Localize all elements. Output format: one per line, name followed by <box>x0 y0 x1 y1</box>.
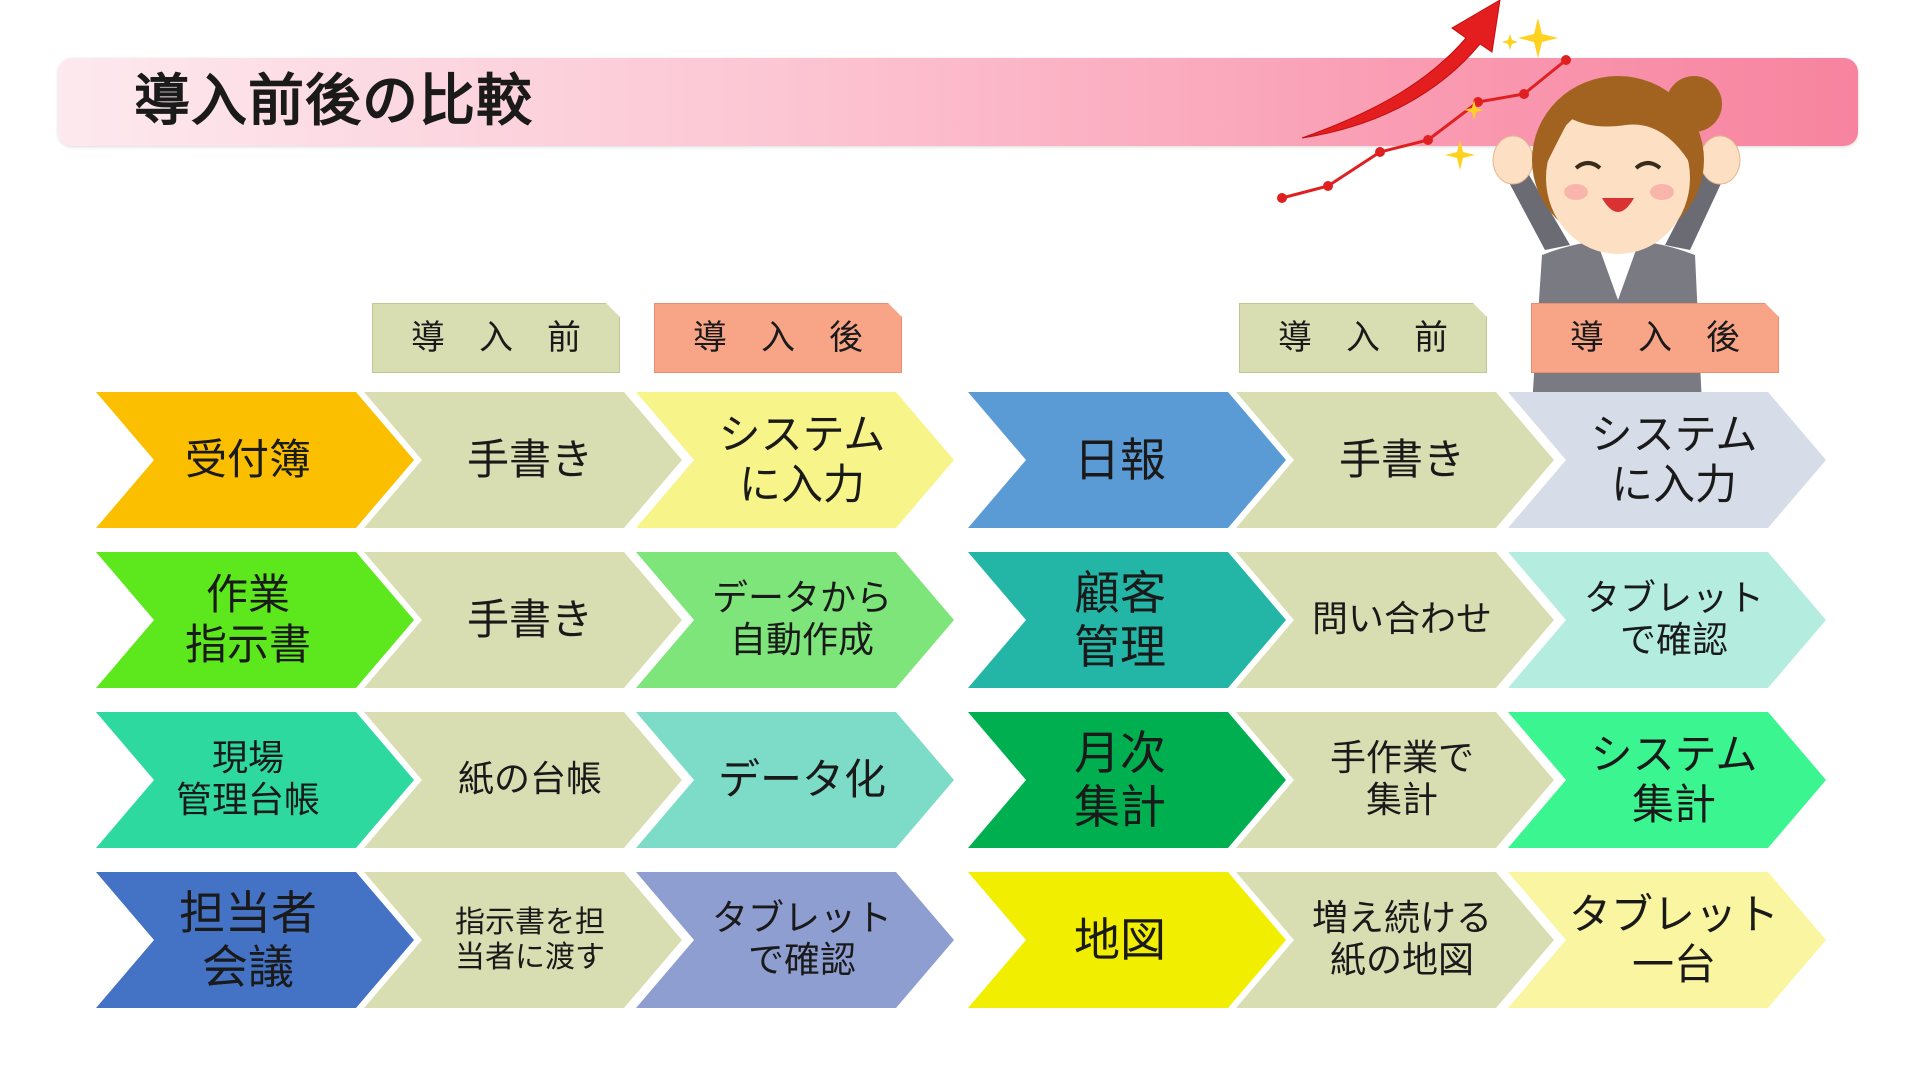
before-label: 手書き <box>1338 435 1465 485</box>
header-before-right: 導入前 <box>1239 303 1487 373</box>
before-label: 紙の地図 <box>1329 940 1474 981</box>
left-row-4-item-chevron: 担当者会議 <box>96 872 414 1008</box>
right-row-2-item-chevron: 顧客管理 <box>968 552 1286 688</box>
after-label: データ化 <box>717 755 886 805</box>
before-label: 手作業で <box>1329 737 1474 779</box>
after-label: システム <box>1590 410 1758 460</box>
item-label: 日報 <box>1074 432 1166 487</box>
after-label: データから <box>711 577 892 619</box>
after-label: で確認 <box>747 940 856 981</box>
right-row-1-after-chevron: システムに入力 <box>1508 392 1826 528</box>
item-label: 月次 <box>1074 725 1166 780</box>
right-row-3-after-chevron: システム集計 <box>1508 712 1826 848</box>
rising-line-icon <box>1277 55 1571 203</box>
left-row-3-after-chevron: データ化 <box>636 712 954 848</box>
before-label: 問い合わせ <box>1311 598 1492 640</box>
before-label: 手書き <box>466 595 593 645</box>
before-label: 手書き <box>466 435 593 485</box>
header-before-left: 導入前 <box>372 303 620 373</box>
left-row-2-item-chevron: 作業指示書 <box>96 552 414 688</box>
item-label: 管理台帳 <box>175 780 320 821</box>
right-row-2-after-chevron: タブレットで確認 <box>1508 552 1826 688</box>
after-label: 自動作成 <box>729 620 874 661</box>
left-row-2-after-chevron: データから自動作成 <box>636 552 954 688</box>
header-after-left: 導入後 <box>654 303 902 373</box>
before-label: 指示書を担 <box>455 904 605 940</box>
after-label: に入力 <box>738 460 865 509</box>
after-label: 一台 <box>1631 940 1716 989</box>
left-row-3-item-chevron: 現場管理台帳 <box>96 712 414 848</box>
header-after-right: 導入後 <box>1531 303 1779 373</box>
after-label: 集計 <box>1631 780 1716 829</box>
item-label: 作業 <box>205 570 290 620</box>
before-label: 紙の台帳 <box>457 758 602 800</box>
after-label: に入力 <box>1610 460 1737 509</box>
item-label: 会議 <box>202 940 294 994</box>
rising-arrow-icon <box>1301 0 1501 139</box>
item-label: 現場 <box>211 737 284 779</box>
item-label: 受付簿 <box>184 435 311 485</box>
item-label: 管理 <box>1074 620 1166 674</box>
raised-arms-icon <box>1492 135 1741 250</box>
item-label: 地図 <box>1074 912 1166 967</box>
after-label: タブレット <box>1568 890 1779 940</box>
right-row-3-item-chevron: 月次集計 <box>968 712 1286 848</box>
after-label: で確認 <box>1619 620 1728 661</box>
item-label: 顧客 <box>1074 565 1166 620</box>
item-label: 指示書 <box>184 620 311 669</box>
right-row-4-after-chevron: タブレット一台 <box>1508 872 1826 1008</box>
sparkle-icon <box>1445 18 1558 170</box>
right-row-4-item-chevron: 地図 <box>968 872 1286 1008</box>
after-label: タブレット <box>1583 577 1764 619</box>
right-row-1-item-chevron: 日報 <box>968 392 1286 528</box>
left-row-1-item-chevron: 受付簿 <box>96 392 414 528</box>
left-row-4-after-chevron: タブレットで確認 <box>636 872 954 1008</box>
left-row-1-after-chevron: システムに入力 <box>636 392 954 528</box>
before-label: 増え続ける <box>1311 897 1492 939</box>
before-label: 集計 <box>1365 780 1438 821</box>
face-icon <box>1546 102 1690 254</box>
after-label: システム <box>718 410 886 460</box>
item-label: 集計 <box>1074 780 1166 834</box>
page-title: 導入前後の比較 <box>134 69 533 134</box>
after-label: システム <box>1590 730 1758 780</box>
left-row-4-before-chevron: 指示書を担当者に渡す <box>364 872 682 1008</box>
after-label: タブレット <box>711 897 892 939</box>
before-label: 当者に渡す <box>455 940 605 975</box>
item-label: 担当者 <box>179 885 317 940</box>
